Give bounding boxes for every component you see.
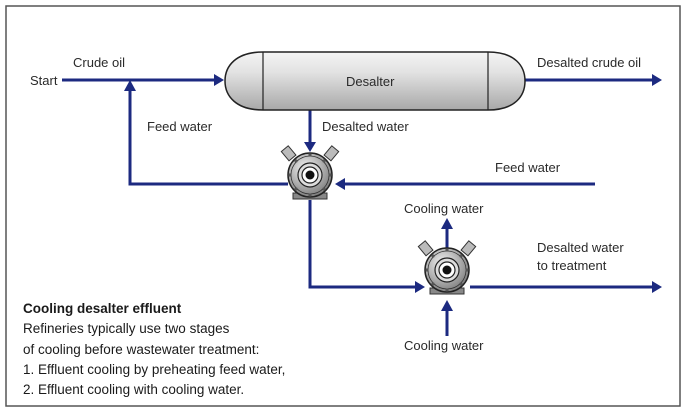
flow-lines — [62, 74, 662, 336]
caption-title: Cooling desalter effluent — [23, 301, 182, 316]
label-desalted-water-to-treatment-1: Desalted water — [537, 240, 624, 255]
feed-water-return-arrow — [124, 80, 136, 91]
feed-water-return-line — [128, 90, 288, 186]
label-desalter: Desalter — [346, 74, 395, 89]
caption-line: Refineries typically use two stages — [23, 321, 230, 336]
effluent-to-cooler-line — [308, 200, 415, 289]
label-crude-oil: Crude oil — [73, 55, 125, 70]
label-desalted-water-to-treatment-2: to treatment — [537, 258, 607, 273]
heat-exchanger-pump-icon — [417, 240, 477, 295]
heat-exchanger-pump-icon — [280, 145, 340, 200]
label-desalted-water: Desalted water — [322, 119, 409, 134]
caption: Cooling desalter effluent Refineries typ… — [23, 301, 285, 397]
crude-oil-arrow — [214, 74, 224, 86]
caption-line: 2. Effluent cooling with cooling water. — [23, 382, 244, 397]
caption-line: of cooling before wastewater treatment: — [23, 342, 259, 357]
cooling-water-out-arrow — [441, 218, 453, 229]
label-cooling-water-bottom: Cooling water — [404, 338, 484, 353]
desalted-water-arrow — [304, 142, 316, 152]
label-start: Start — [30, 73, 58, 88]
desalted-water-to-treatment-arrow — [652, 281, 662, 293]
cooling-water-in-arrow — [441, 300, 453, 311]
label-cooling-water-top: Cooling water — [404, 201, 484, 216]
caption-line: 1. Effluent cooling by preheating feed w… — [23, 362, 285, 377]
feed-water-in-arrow — [335, 178, 345, 190]
desalted-crude-oil-arrow — [652, 74, 662, 86]
diagram-frame — [5, 5, 681, 407]
label-desalted-crude-oil: Desalted crude oil — [537, 55, 641, 70]
effluent-to-cooler-arrow — [415, 281, 425, 293]
desalter-vessel-icon — [224, 51, 526, 111]
label-feed-water-left: Feed water — [147, 119, 213, 134]
label-feed-water-right: Feed water — [495, 160, 561, 175]
